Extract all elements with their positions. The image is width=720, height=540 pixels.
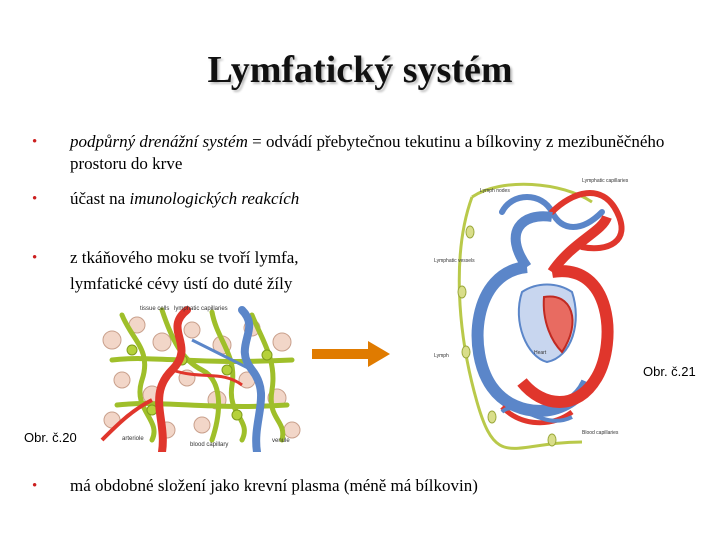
label-tissue-cells: tissue cells [140, 306, 169, 312]
label-blood-capillaries: Blood capillaries [582, 430, 619, 436]
figure-20-caption: Obr. č.20 [24, 430, 77, 445]
figure-21-caption: Obr. č.21 [643, 364, 696, 379]
label-lymph: Lymph [434, 353, 449, 359]
label-heart: Heart [534, 350, 547, 356]
capillary-network-figure: tissue cells lymphatic capillaries arter… [100, 306, 301, 452]
bullet-marker: • [32, 478, 38, 494]
bullet-marker: • [32, 134, 38, 150]
bullet-marker: • [32, 250, 38, 266]
label-venule: venule [272, 438, 290, 444]
circulation-figure: Lymphatic capillaries Lymph nodes Lympha… [434, 178, 629, 450]
bullet-4-text: má obdobné složení jako krevní plasma (m… [70, 476, 478, 495]
label-lymph-nodes: Lymph nodes [480, 188, 510, 194]
slide-title: Lymfatický systém [207, 49, 513, 91]
label-lymphatic-vessels: Lymphatic vessels [434, 258, 475, 264]
bullet-3-line1: z tkáňového moku se tvoří lymfa, [70, 248, 299, 267]
bullet-1-emphasis: podpůrný drenážní systém [70, 132, 248, 151]
bullet-3-line2: lymfatické cévy ústí do duté žíly [70, 274, 293, 293]
bullet-marker: • [32, 191, 38, 207]
bullet-4: • má obdobné složení jako krevní plasma … [32, 475, 690, 497]
bullet-1-text: = odvádí přebytečnou tekutinu a bílkovin… [70, 132, 665, 173]
bullet-2: • účast na imunologických reakcích [32, 188, 410, 210]
bullet-2-emphasis: imunologických reakcích [129, 189, 300, 208]
label-lymphatic-capillaries: lymphatic capillaries [174, 306, 228, 312]
bullet-3: • z tkáňového moku se tvoří lymfa, lymfa… [32, 247, 410, 295]
label-blood-capillary: blood capillary [190, 442, 228, 448]
label-arteriole: arteriole [122, 436, 144, 442]
bullet-1: • podpůrný drenážní systém = odvádí přeb… [32, 131, 710, 175]
label-lymphatic-capillaries-right: Lymphatic capillaries [582, 178, 629, 184]
orange-arrow-icon [312, 341, 390, 367]
bullet-2-text: účast na [70, 189, 130, 208]
